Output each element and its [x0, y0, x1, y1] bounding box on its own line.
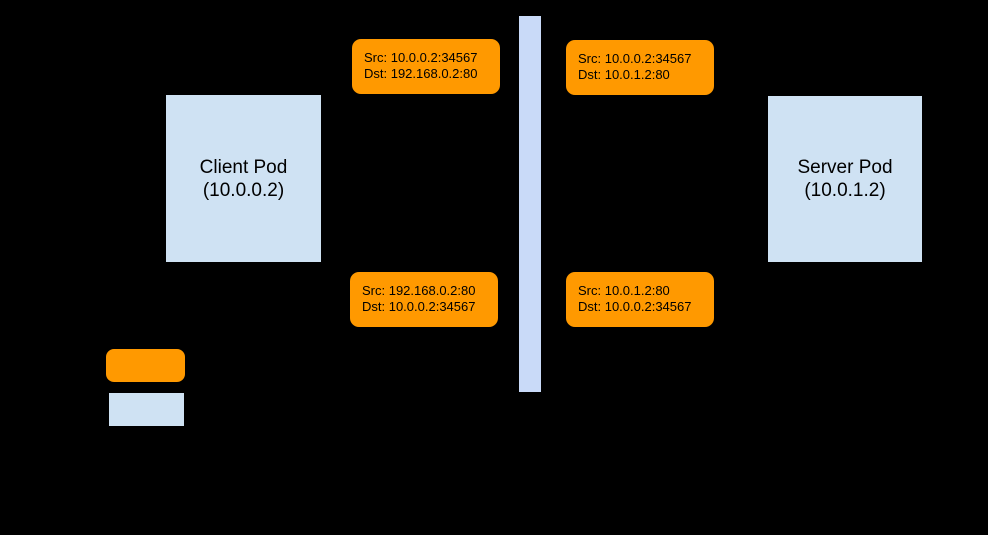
server-pod-node: Server Pod (10.0.1.2) [768, 96, 922, 262]
server-pod-ip: (10.0.1.2) [804, 180, 886, 201]
nat-bar [519, 16, 541, 392]
client-pod-label: Client Pod (10.0.0.2) [200, 156, 288, 202]
packet-label-top-left: Src: 10.0.0.2:34567 Dst: 192.168.0.2:80 [352, 39, 500, 94]
packet-dst: Dst: 10.0.0.2:34567 [362, 299, 476, 314]
legend-packet-swatch [106, 349, 185, 382]
packet-dst: Dst: 10.0.1.2:80 [578, 67, 670, 82]
packet-label-bottom-right: Src: 10.0.1.2:80 Dst: 10.0.0.2:34567 [566, 272, 714, 327]
packet-dst: Dst: 192.168.0.2:80 [364, 66, 478, 81]
packet-src: Src: 10.0.1.2:80 [578, 283, 670, 298]
legend-pod-swatch [109, 393, 184, 426]
client-pod-ip: (10.0.0.2) [202, 179, 285, 201]
client-pod-node: Client Pod (10.0.0.2) [166, 95, 321, 262]
packet-src: Src: 10.0.0.2:34567 [364, 50, 478, 65]
server-pod-label: Server Pod (10.0.1.2) [797, 156, 892, 202]
client-pod-name: Client Pod [199, 156, 288, 178]
packet-label-top-right: Src: 10.0.0.2:34567 Dst: 10.0.1.2:80 [566, 40, 714, 95]
server-pod-name: Server Pod [797, 157, 893, 178]
packet-src: Src: 10.0.0.2:34567 [578, 51, 692, 66]
packet-src: Src: 192.168.0.2:80 [362, 283, 476, 298]
packet-label-bottom-left: Src: 192.168.0.2:80 Dst: 10.0.0.2:34567 [350, 272, 498, 327]
packet-dst: Dst: 10.0.0.2:34567 [578, 299, 692, 314]
